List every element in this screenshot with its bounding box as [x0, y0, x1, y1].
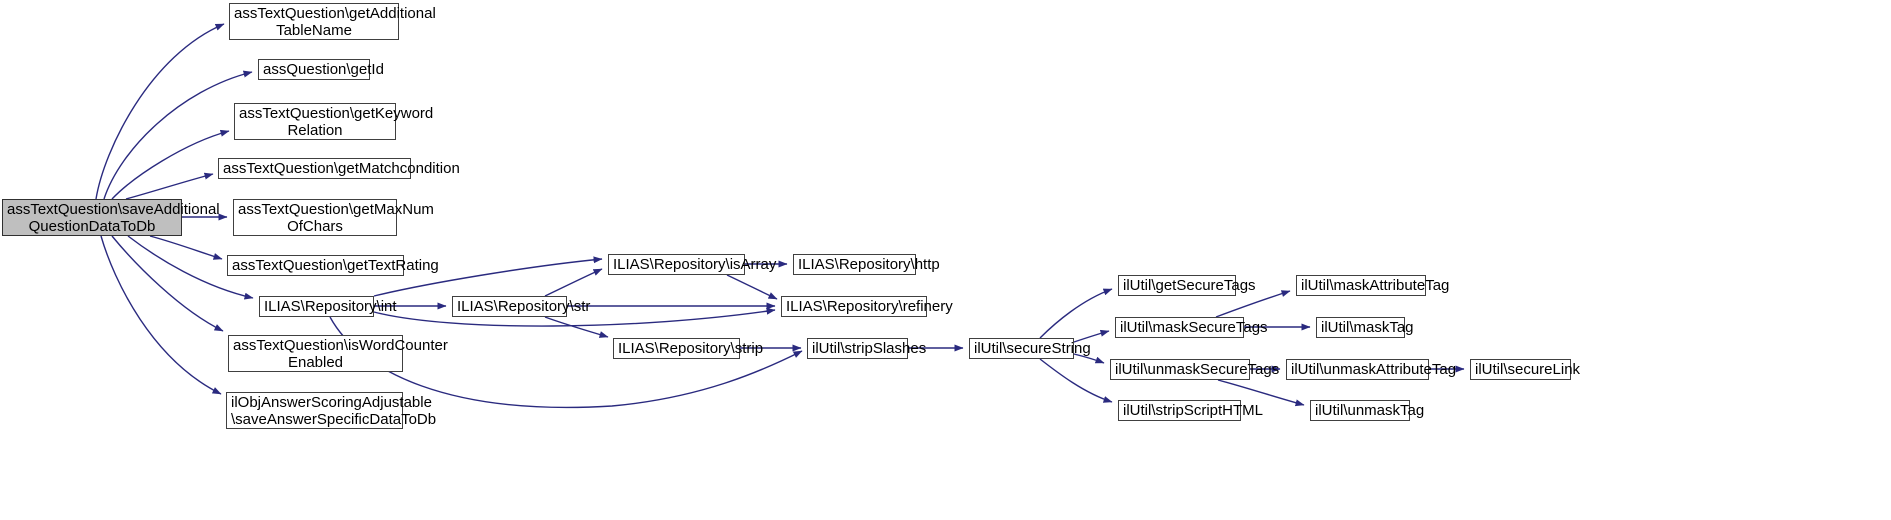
graph-node-getKeywordRel[interactable]: assTextQuestion\getKeyword Relation — [234, 103, 434, 140]
graph-node-label: assTextQuestion\getTextRating — [232, 257, 439, 274]
graph-node-label: ilUtil\stripScriptHTML — [1123, 402, 1264, 419]
graph-node-label: ilUtil\maskTag — [1321, 319, 1414, 336]
graph-node-secureLink[interactable]: ilUtil\secureLink — [1470, 359, 1581, 380]
call-edge — [726, 274, 778, 300]
graph-node-getMatchcondition[interactable]: assTextQuestion\getMatchcondition — [218, 158, 460, 179]
graph-node-stripSlashes[interactable]: ilUtil\stripSlashes — [807, 338, 927, 359]
call-edge — [125, 172, 214, 200]
graph-node-root[interactable]: assTextQuestion\saveAdditional QuestionD… — [2, 199, 220, 236]
call-edge — [1039, 288, 1113, 339]
graph-node-getAddTableName[interactable]: assTextQuestion\getAdditional TableName — [229, 3, 436, 40]
graph-node-stripScriptHTML[interactable]: ilUtil\stripScriptHTML — [1118, 400, 1264, 421]
graph-node-unmaskSecureTags[interactable]: ilUtil\unmaskSecureTags — [1110, 359, 1280, 380]
call-edge — [544, 268, 603, 297]
graph-node-label: assTextQuestion\getAdditional TableName — [234, 4, 436, 39]
graph-node-label: ilUtil\getSecureTags — [1123, 277, 1256, 294]
graph-node-label: ilUtil\secureString — [974, 340, 1091, 357]
graph-node-repoIsArray[interactable]: ILIAS\Repository\isArray — [608, 254, 777, 275]
graph-node-unmaskAttributeTag[interactable]: ilUtil\unmaskAttributeTag — [1286, 359, 1457, 380]
graph-node-repoRefinery[interactable]: ILIAS\Repository\refinery — [781, 296, 953, 317]
graph-node-label: assTextQuestion\getKeyword Relation — [239, 104, 434, 139]
graph-node-label: ILIAS\Repository\http — [798, 256, 940, 273]
graph-node-label: assTextQuestion\getMatchcondition — [223, 160, 460, 177]
call-edge — [544, 316, 609, 338]
graph-node-label: ilObjAnswerScoringAdjustable \saveAnswer… — [231, 393, 437, 428]
graph-node-maskAttributeTag[interactable]: ilUtil\maskAttributeTag — [1296, 275, 1450, 296]
call-edge — [111, 235, 224, 332]
graph-node-getId[interactable]: assQuestion\getId — [258, 59, 384, 80]
graph-node-maskTag[interactable]: ilUtil\maskTag — [1316, 317, 1414, 338]
graph-node-label: ilUtil\unmaskSecureTags — [1115, 361, 1280, 378]
graph-node-label: ilUtil\stripSlashes — [812, 340, 927, 357]
graph-node-label: ILIAS\Repository\int — [264, 298, 397, 315]
graph-node-getSecureTags[interactable]: ilUtil\getSecureTags — [1118, 275, 1256, 296]
graph-node-repoHttp[interactable]: ILIAS\Repository\http — [793, 254, 940, 275]
graph-node-label: ILIAS\Repository\isArray — [613, 256, 777, 273]
graph-node-label: ilUtil\unmaskTag — [1315, 402, 1425, 419]
graph-node-label: assTextQuestion\isWordCounter Enabled — [233, 336, 448, 371]
graph-node-unmaskTag[interactable]: ilUtil\unmaskTag — [1310, 400, 1425, 421]
graph-node-label: ilUtil\secureLink — [1475, 361, 1581, 378]
call-edge — [103, 70, 253, 200]
graph-node-label: ILIAS\Repository\str — [457, 298, 591, 315]
graph-node-label: assTextQuestion\getMaxNum OfChars — [238, 200, 434, 235]
graph-node-label: ILIAS\Repository\refinery — [786, 298, 953, 315]
graph-node-saveAnswerSpec[interactable]: ilObjAnswerScoringAdjustable \saveAnswer… — [226, 392, 437, 429]
call-edge — [111, 129, 230, 200]
call-edge — [95, 23, 225, 200]
call-edge — [100, 235, 222, 395]
graph-node-repoStrip[interactable]: ILIAS\Repository\strip — [613, 338, 764, 359]
graph-node-repoStr[interactable]: ILIAS\Repository\str — [452, 296, 591, 317]
graph-node-getMaxNumOfChars[interactable]: assTextQuestion\getMaxNum OfChars — [233, 199, 434, 236]
graph-node-label: assTextQuestion\saveAdditional QuestionD… — [7, 200, 220, 235]
call-edge — [1039, 358, 1113, 403]
call-edge — [149, 235, 223, 260]
graph-node-label: ilUtil\maskSecureTags — [1120, 319, 1268, 336]
graph-node-label: ilUtil\maskAttributeTag — [1301, 277, 1450, 294]
graph-node-label: ILIAS\Repository\strip — [618, 340, 764, 357]
graph-node-label: ilUtil\unmaskAttributeTag — [1291, 361, 1457, 378]
graph-node-getTextRating[interactable]: assTextQuestion\getTextRating — [227, 255, 439, 276]
graph-node-maskSecureTags[interactable]: ilUtil\maskSecureTags — [1115, 317, 1268, 338]
graph-node-label: assQuestion\getId — [263, 61, 384, 78]
graph-node-secureString[interactable]: ilUtil\secureString — [969, 338, 1091, 359]
graph-node-repoInt[interactable]: ILIAS\Repository\int — [259, 296, 397, 317]
graph-node-isWordCounter[interactable]: assTextQuestion\isWordCounter Enabled — [228, 335, 448, 372]
